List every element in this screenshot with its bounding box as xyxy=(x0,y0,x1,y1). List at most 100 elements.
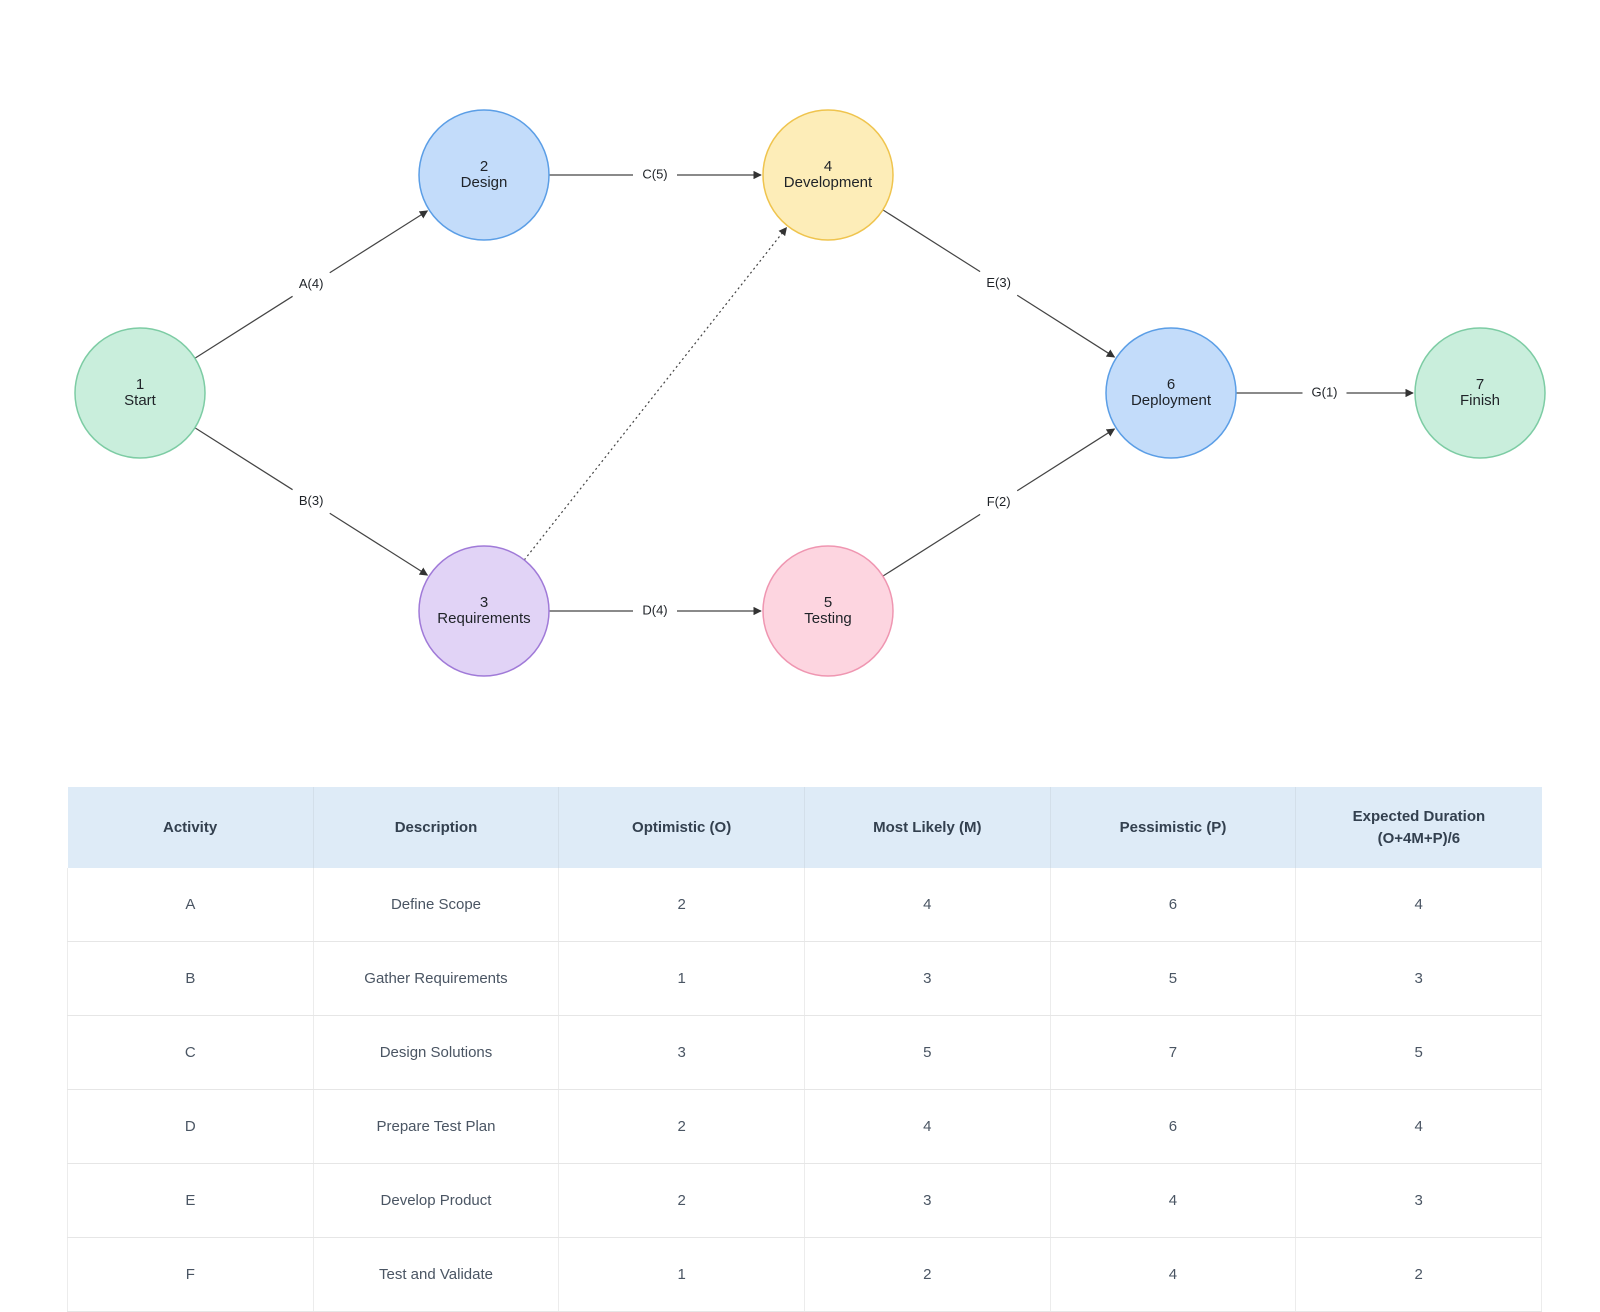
column-header: Activity xyxy=(67,787,314,868)
table-cell: 2 xyxy=(558,1089,805,1164)
table-cell: C xyxy=(67,1015,314,1090)
table-cell: 3 xyxy=(558,1015,805,1090)
table-cell: Gather Requirements xyxy=(313,941,560,1016)
table-cell: 3 xyxy=(804,941,1051,1016)
table-cell: 6 xyxy=(1050,868,1297,942)
edge-2-4: C(5) xyxy=(549,166,762,181)
table-cell: 4 xyxy=(804,1089,1051,1164)
edge-1-3: B(3) xyxy=(194,427,429,576)
table-cell: 1 xyxy=(558,1237,805,1312)
table-cell: 2 xyxy=(1295,1237,1542,1312)
node-7-number: 7 xyxy=(1476,376,1484,393)
table-cell: 2 xyxy=(558,868,805,942)
edge-6-7: G(1) xyxy=(1236,384,1414,399)
table-cell: F xyxy=(67,1237,314,1312)
node-1-label: Start xyxy=(124,392,157,409)
node-4-circle xyxy=(762,109,894,241)
node-3-circle xyxy=(418,545,550,677)
edge-3-5-label: D(4) xyxy=(642,602,667,617)
edge-1-2-line-end xyxy=(329,210,429,274)
column-header: Description xyxy=(313,787,560,868)
table-cell: 5 xyxy=(1050,941,1297,1016)
column-header: Optimistic (O) xyxy=(558,787,805,868)
table-cell: 4 xyxy=(1050,1237,1297,1312)
edge-2-4-label: C(5) xyxy=(642,166,667,181)
node-1-number: 1 xyxy=(136,376,144,393)
edge-1-3-line-end xyxy=(329,512,429,576)
table-cell: Test and Validate xyxy=(313,1237,560,1312)
node-1-circle xyxy=(74,327,206,459)
column-header: Expected Duration(O+4M+P)/6 xyxy=(1295,787,1542,868)
table-cell: 2 xyxy=(558,1163,805,1238)
table-cell: 5 xyxy=(1295,1015,1542,1090)
edge-5-6-label: F(2) xyxy=(987,494,1011,509)
column-header: Most Likely (M) xyxy=(804,787,1051,868)
table-cell: Prepare Test Plan xyxy=(313,1089,560,1164)
edge-4-6: E(3) xyxy=(882,209,1116,358)
table-cell: 7 xyxy=(1050,1015,1297,1090)
edge-5-6: F(2) xyxy=(882,428,1116,577)
edge-1-2-label: A(4) xyxy=(299,276,324,291)
table-cell: Develop Product xyxy=(313,1163,560,1238)
node-7-label: Finish xyxy=(1460,392,1500,409)
node-3-label: Requirements xyxy=(437,610,530,627)
node-5-number: 5 xyxy=(824,594,832,611)
node-6-circle xyxy=(1105,327,1237,459)
table-cell: Define Scope xyxy=(313,868,560,942)
table-cell: 4 xyxy=(1295,1089,1542,1164)
table-cell: B xyxy=(67,941,314,1016)
table-cell: D xyxy=(67,1089,314,1164)
edge-3-4-line xyxy=(523,226,788,561)
edge-4-6-label: E(3) xyxy=(986,275,1011,290)
node-4-number: 4 xyxy=(824,158,832,175)
node-2-number: 2 xyxy=(480,158,488,175)
table-cell: 1 xyxy=(558,941,805,1016)
edge-4-6-line-end xyxy=(1016,294,1116,358)
table-cell: 6 xyxy=(1050,1089,1297,1164)
table-cell: Design Solutions xyxy=(313,1015,560,1090)
table-cell: 5 xyxy=(804,1015,1051,1090)
edge-1-2-line-start xyxy=(194,295,293,359)
node-3-number: 3 xyxy=(480,594,488,611)
edge-4-6-line-start xyxy=(882,209,981,273)
node-7-circle xyxy=(1414,327,1546,459)
edge-1-2: A(4) xyxy=(194,210,429,359)
node-6-label: Deployment xyxy=(1131,392,1212,409)
edge-1-3-label: B(3) xyxy=(299,493,324,508)
edge-3-5: D(4) xyxy=(549,602,762,617)
table-cell: 4 xyxy=(1050,1163,1297,1238)
table-cell: E xyxy=(67,1163,314,1238)
node-5-label: Testing xyxy=(804,610,852,627)
edge-3-4 xyxy=(523,226,788,561)
table-cell: 4 xyxy=(1295,868,1542,942)
table-cell: 3 xyxy=(804,1163,1051,1238)
table-cell: 3 xyxy=(1295,941,1542,1016)
node-2-label: Design xyxy=(461,174,508,191)
edge-6-7-label: G(1) xyxy=(1312,384,1338,399)
column-header: Pessimistic (P) xyxy=(1050,787,1297,868)
table-cell: 3 xyxy=(1295,1163,1542,1238)
node-4-label: Development xyxy=(784,174,873,191)
table-cell: 2 xyxy=(804,1237,1051,1312)
table-cell: 4 xyxy=(804,868,1051,942)
edge-1-3-line-start xyxy=(194,427,293,491)
